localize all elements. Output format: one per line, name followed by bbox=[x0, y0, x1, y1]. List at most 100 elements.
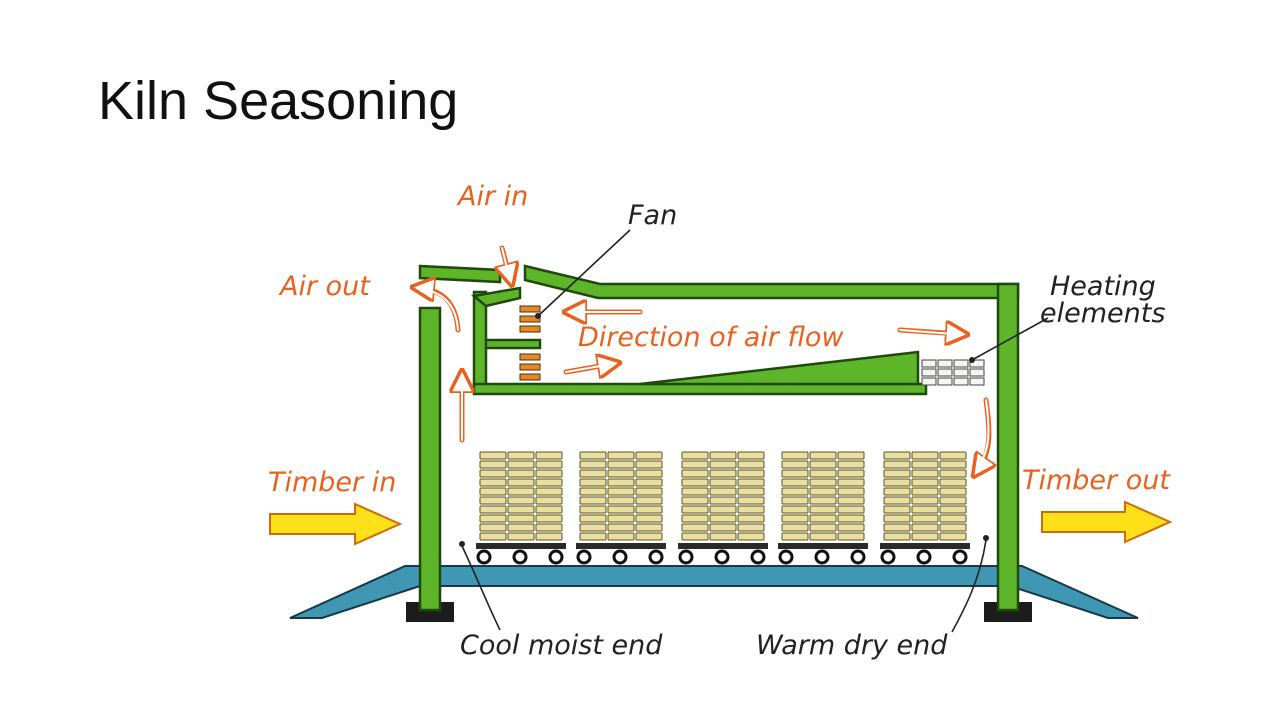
timber-board bbox=[939, 514, 967, 523]
timber-board bbox=[579, 505, 607, 514]
timber-board bbox=[809, 514, 837, 523]
timber-board bbox=[883, 532, 911, 541]
label-air-in: Air in bbox=[456, 181, 528, 212]
timber-board bbox=[883, 523, 911, 532]
timber-board bbox=[781, 469, 809, 478]
label-cool-end: Cool moist end bbox=[460, 630, 663, 661]
timber-board bbox=[883, 460, 911, 469]
air-flow-arrows-inner bbox=[423, 247, 990, 465]
label-fan: Fan bbox=[628, 200, 677, 231]
timber-board bbox=[781, 451, 809, 460]
label-heating-2: elements bbox=[1040, 298, 1165, 329]
timber-board bbox=[737, 487, 765, 496]
timber-board bbox=[635, 487, 663, 496]
timber-board bbox=[479, 487, 507, 496]
trolley-wheel bbox=[750, 549, 766, 565]
timber-stack bbox=[778, 451, 868, 565]
timber-board bbox=[911, 514, 939, 523]
timber-board bbox=[681, 496, 709, 505]
timber-board bbox=[681, 451, 709, 460]
timber-board bbox=[709, 514, 737, 523]
timber-board bbox=[737, 478, 765, 487]
trolley-wheel bbox=[880, 549, 896, 565]
timber-board bbox=[781, 505, 809, 514]
timber-board bbox=[479, 460, 507, 469]
timber-board bbox=[939, 532, 967, 541]
label-air-out: Air out bbox=[278, 271, 371, 302]
trolley-base bbox=[576, 543, 666, 549]
timber-board bbox=[507, 514, 535, 523]
timber-board bbox=[507, 478, 535, 487]
timber-board bbox=[709, 532, 737, 541]
timber-board bbox=[535, 514, 563, 523]
timber-board bbox=[579, 523, 607, 532]
timber-board bbox=[507, 469, 535, 478]
timber-board bbox=[781, 496, 809, 505]
trolley-wheel bbox=[916, 549, 932, 565]
timber-board bbox=[837, 532, 865, 541]
timber-board bbox=[579, 514, 607, 523]
timber-board bbox=[837, 487, 865, 496]
trolley-wheel bbox=[512, 549, 528, 565]
timber-board bbox=[479, 478, 507, 487]
timber-board bbox=[709, 478, 737, 487]
timber-board bbox=[681, 487, 709, 496]
timber-board bbox=[709, 496, 737, 505]
right-footing bbox=[984, 602, 1032, 622]
timber-board bbox=[809, 496, 837, 505]
timber-out-arrow bbox=[1041, 500, 1173, 544]
timber-board bbox=[883, 478, 911, 487]
timber-stacks bbox=[476, 451, 970, 565]
timber-board bbox=[681, 460, 709, 469]
timber-board bbox=[911, 478, 939, 487]
timber-board bbox=[607, 505, 635, 514]
cool-pointer-dot bbox=[459, 541, 465, 547]
timber-board bbox=[939, 505, 967, 514]
timber-board bbox=[939, 487, 967, 496]
timber-board bbox=[635, 532, 663, 541]
timber-board bbox=[479, 469, 507, 478]
timber-board bbox=[911, 505, 939, 514]
timber-board bbox=[479, 451, 507, 460]
timber-board bbox=[809, 532, 837, 541]
timber-board bbox=[781, 532, 809, 541]
timber-board bbox=[681, 523, 709, 532]
timber-board bbox=[809, 478, 837, 487]
timber-board bbox=[535, 478, 563, 487]
timber-board bbox=[837, 478, 865, 487]
timber-board bbox=[781, 460, 809, 469]
timber-board bbox=[635, 478, 663, 487]
trolley-wheel bbox=[576, 549, 592, 565]
floor-rail bbox=[289, 565, 1139, 619]
timber-board bbox=[635, 523, 663, 532]
timber-board bbox=[681, 514, 709, 523]
timber-board bbox=[911, 532, 939, 541]
timber-board bbox=[579, 469, 607, 478]
timber-board bbox=[809, 469, 837, 478]
label-warm-end: Warm dry end bbox=[756, 630, 948, 661]
fan bbox=[519, 305, 541, 381]
timber-board bbox=[939, 478, 967, 487]
timber-board bbox=[809, 451, 837, 460]
timber-board bbox=[535, 451, 563, 460]
timber-board bbox=[809, 505, 837, 514]
left-footing bbox=[406, 602, 454, 622]
timber-board bbox=[681, 478, 709, 487]
label-direction: Direction of air flow bbox=[578, 322, 844, 353]
timber-board bbox=[737, 505, 765, 514]
timber-board bbox=[737, 532, 765, 541]
timber-board bbox=[709, 460, 737, 469]
warm-pointer-dot bbox=[983, 535, 989, 541]
heating-elements bbox=[921, 359, 985, 386]
timber-board bbox=[883, 496, 911, 505]
timber-board bbox=[911, 469, 939, 478]
timber-board bbox=[939, 460, 967, 469]
trolley-wheel bbox=[778, 549, 794, 565]
timber-board bbox=[737, 496, 765, 505]
timber-board bbox=[809, 487, 837, 496]
timber-board bbox=[781, 523, 809, 532]
timber-board bbox=[507, 487, 535, 496]
timber-board bbox=[781, 478, 809, 487]
trolley-wheel bbox=[678, 549, 694, 565]
